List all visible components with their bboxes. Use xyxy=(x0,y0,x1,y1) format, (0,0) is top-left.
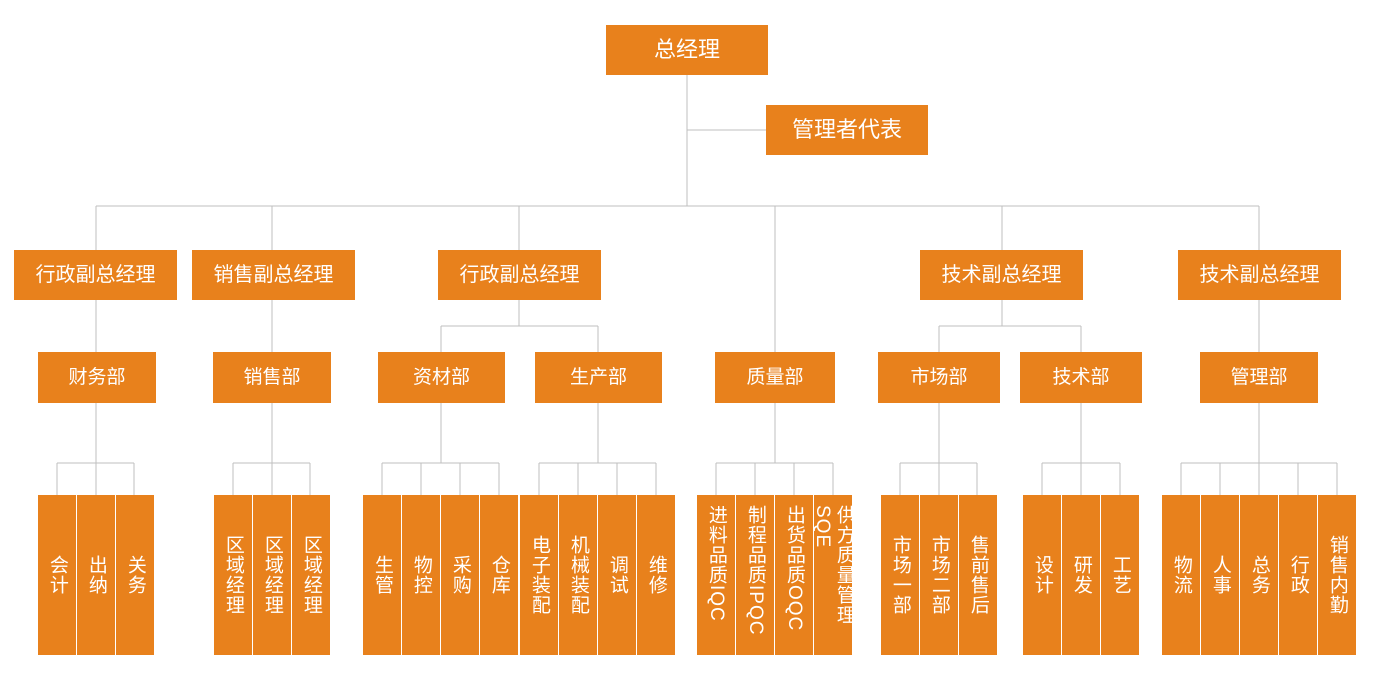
node-team-research-development[interactable]: 研发 xyxy=(1062,495,1100,655)
node-team-supplier-quality-sqe[interactable]: 供方质量管理SQE xyxy=(812,495,855,655)
node-dept-technology[interactable]: 技术部 xyxy=(1020,352,1142,403)
node-team-outgoing-quality-oqc[interactable]: 出货品质OQC xyxy=(775,495,813,655)
node-team-presales-aftersales[interactable]: 售前售后 xyxy=(959,495,997,655)
node-dept-sales[interactable]: 销售部 xyxy=(213,352,331,403)
node-vp-administration-1[interactable]: 行政副总经理 xyxy=(14,250,177,300)
node-dept-market[interactable]: 市场部 xyxy=(878,352,1000,403)
node-team-regional-manager-1[interactable]: 区域经理 xyxy=(214,495,252,655)
node-dept-quality[interactable]: 质量部 xyxy=(715,352,835,403)
node-dept-finance[interactable]: 财务部 xyxy=(38,352,156,403)
node-team-human-resources[interactable]: 人事 xyxy=(1201,495,1239,655)
node-team-debugging[interactable]: 调试 xyxy=(598,495,636,655)
node-general-manager[interactable]: 总经理 xyxy=(606,25,768,75)
node-vp-sales[interactable]: 销售副总经理 xyxy=(192,250,355,300)
node-team-logistics[interactable]: 物流 xyxy=(1162,495,1200,655)
node-team-design[interactable]: 设计 xyxy=(1023,495,1061,655)
node-team-material-control[interactable]: 物控 xyxy=(402,495,440,655)
node-team-in-process-quality-ipqc[interactable]: 制程品质IPQC xyxy=(736,495,774,655)
node-team-maintenance[interactable]: 维修 xyxy=(637,495,675,655)
node-team-sales-support[interactable]: 销售内勤 xyxy=(1318,495,1356,655)
node-vp-administration-2[interactable]: 行政副总经理 xyxy=(438,250,601,300)
node-vp-technology-2[interactable]: 技术副总经理 xyxy=(1178,250,1341,300)
node-team-customs[interactable]: 关务 xyxy=(116,495,154,655)
node-team-process-engineering[interactable]: 工艺 xyxy=(1101,495,1139,655)
node-team-market-division-1[interactable]: 市场一部 xyxy=(881,495,919,655)
node-team-accounting[interactable]: 会计 xyxy=(38,495,76,655)
node-team-incoming-quality-iqc[interactable]: 进料品质IQC xyxy=(697,495,735,655)
node-team-market-division-2[interactable]: 市场二部 xyxy=(920,495,958,655)
node-team-regional-manager-3[interactable]: 区域经理 xyxy=(292,495,330,655)
node-team-administration[interactable]: 行政 xyxy=(1279,495,1317,655)
node-team-general-affairs[interactable]: 总务 xyxy=(1240,495,1278,655)
node-team-cashier[interactable]: 出纳 xyxy=(77,495,115,655)
node-team-electronic-assembly[interactable]: 电子装配 xyxy=(520,495,558,655)
node-team-regional-manager-2[interactable]: 区域经理 xyxy=(253,495,291,655)
node-management-representative[interactable]: 管理者代表 xyxy=(766,105,928,155)
node-dept-materials[interactable]: 资材部 xyxy=(378,352,505,403)
node-team-warehouse[interactable]: 仓库 xyxy=(480,495,518,655)
node-team-mechanical-assembly[interactable]: 机械装配 xyxy=(559,495,597,655)
node-vp-technology-1[interactable]: 技术副总经理 xyxy=(920,250,1083,300)
node-dept-management[interactable]: 管理部 xyxy=(1200,352,1318,403)
node-team-purchasing[interactable]: 采购 xyxy=(441,495,479,655)
node-dept-production[interactable]: 生产部 xyxy=(535,352,662,403)
node-team-production-control[interactable]: 生管 xyxy=(363,495,401,655)
